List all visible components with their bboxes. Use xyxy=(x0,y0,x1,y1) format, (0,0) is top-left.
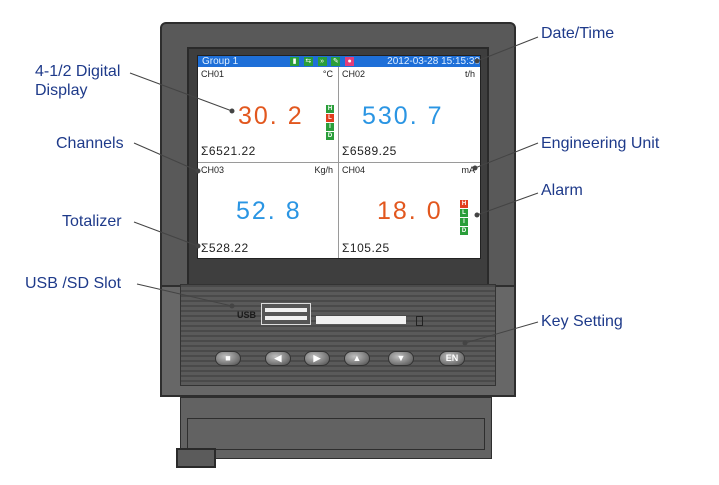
callout-totalizer: Totalizer xyxy=(62,213,122,230)
totalizer-value: Σ528.22 xyxy=(201,241,249,255)
alarm-low: L xyxy=(326,114,334,122)
engineering-unit: mA xyxy=(461,165,476,175)
engineering-unit-leader xyxy=(474,142,539,169)
alarm-high: H xyxy=(460,200,468,208)
channel-cell-ch04[interactable]: CH04 mA 18. 0 H L I D Σ105.25 xyxy=(339,163,480,258)
status-bar: Group 1 ▮ ⇆ » ✎ ● 2012-03-28 15:15:30 xyxy=(198,56,480,67)
usb-sd-leader xyxy=(136,283,233,307)
callout-key-setting: Key Setting xyxy=(541,313,623,330)
menu-key-icon: ■ xyxy=(225,353,231,363)
channel-cell-ch01[interactable]: CH01 °C 30. 2 H L I D Σ6521.22 xyxy=(198,67,339,163)
alarm-dot xyxy=(474,212,480,218)
channels-leader xyxy=(133,142,199,172)
sd-indicator xyxy=(416,316,423,326)
down-key[interactable]: ▼ xyxy=(388,351,414,366)
left-arrow-icon: ◀ xyxy=(274,353,282,363)
alarm-decrease: D xyxy=(326,132,334,140)
down-arrow-icon: ▼ xyxy=(396,353,406,363)
alarm-indicators: H L I D xyxy=(326,105,334,141)
enter-key[interactable]: EN xyxy=(439,351,465,366)
channel-name: CH02 xyxy=(342,69,366,79)
menu-key[interactable]: ■ xyxy=(215,351,241,366)
channel-name: CH03 xyxy=(201,165,225,175)
housing-recess xyxy=(187,418,485,450)
engineering-unit: °C xyxy=(322,69,333,79)
totalizer-value: Σ6521.22 xyxy=(201,144,256,158)
up-arrow-icon: ▲ xyxy=(352,353,362,363)
usb-sd-dot xyxy=(229,303,235,309)
channel-cell-ch03[interactable]: CH03 Kg/h 52. 8 Σ528.22 xyxy=(198,163,339,258)
key-setting-leader xyxy=(464,321,539,344)
sd-card-icon: ▮ xyxy=(290,57,299,66)
up-key[interactable]: ▲ xyxy=(344,351,370,366)
right-key[interactable]: ▶ xyxy=(304,351,330,366)
digital-display-dot xyxy=(229,108,235,114)
alarm-leader xyxy=(476,192,539,216)
callout-alarm: Alarm xyxy=(541,182,583,199)
mounting-foot xyxy=(176,448,216,468)
usb-slot[interactable] xyxy=(261,303,311,325)
alarm-low: L xyxy=(460,209,468,217)
engineering-unit-dot xyxy=(472,165,478,171)
channel-cell-ch02[interactable]: CH02 t/h 530. 7 Σ6589.25 xyxy=(339,67,480,163)
callout-channels: Channels xyxy=(56,135,124,152)
alarm-high: H xyxy=(326,105,334,113)
alarm-icon: ● xyxy=(345,57,355,66)
channel-name: CH01 xyxy=(201,69,225,79)
left-key[interactable]: ◀ xyxy=(265,351,291,366)
alarm-decrease: D xyxy=(460,227,468,235)
alarm-indicators: H L I D xyxy=(460,200,468,236)
alarm-increase: I xyxy=(460,218,468,226)
group-label: Group 1 xyxy=(202,56,239,67)
totalizer-leader xyxy=(133,221,199,247)
date-time-display: 2012-03-28 15:15:30 xyxy=(387,56,480,67)
channels-dot xyxy=(195,168,201,174)
channel-name: CH04 xyxy=(342,165,366,175)
lcd-screen: Group 1 ▮ ⇆ » ✎ ● 2012-03-28 15:15:30 CH… xyxy=(197,55,481,259)
engineering-unit: t/h xyxy=(464,69,475,79)
channel-value: 18. 0 xyxy=(377,197,443,225)
totalizer-value: Σ6589.25 xyxy=(342,144,397,158)
callout-digital-display: 4-1/2 Digital Display xyxy=(35,63,121,99)
totalizer-value: Σ105.25 xyxy=(342,241,390,255)
digital-display-leader xyxy=(129,72,233,112)
status-icons: ▮ ⇆ » ✎ ● xyxy=(290,57,356,66)
usb-icon: ⇆ xyxy=(303,57,313,66)
right-arrow-icon: ▶ xyxy=(313,353,321,363)
date-time-dot xyxy=(474,58,480,64)
rear-housing xyxy=(180,397,492,459)
key-setting-dot xyxy=(462,340,468,346)
sd-card-slot[interactable] xyxy=(316,316,406,324)
engineering-unit: Kg/h xyxy=(314,165,333,175)
date-time-leader xyxy=(476,36,539,62)
forward-icon: » xyxy=(317,57,327,66)
channel-value: 30. 2 xyxy=(238,102,304,130)
key-panel: USB ■ ◀ ▶ ▲ ▼ EN xyxy=(180,284,496,386)
callout-date-time: Date/Time xyxy=(541,25,615,42)
callout-engineering-unit: Engineering Unit xyxy=(541,135,660,152)
callout-usb-sd-slot: USB /SD Slot xyxy=(25,275,122,292)
tool-icon: ✎ xyxy=(331,57,341,66)
totalizer-dot xyxy=(195,243,201,249)
usb-label: USB xyxy=(237,310,257,320)
alarm-increase: I xyxy=(326,123,334,131)
channel-value: 52. 8 xyxy=(236,197,302,225)
channel-value: 530. 7 xyxy=(362,102,444,130)
